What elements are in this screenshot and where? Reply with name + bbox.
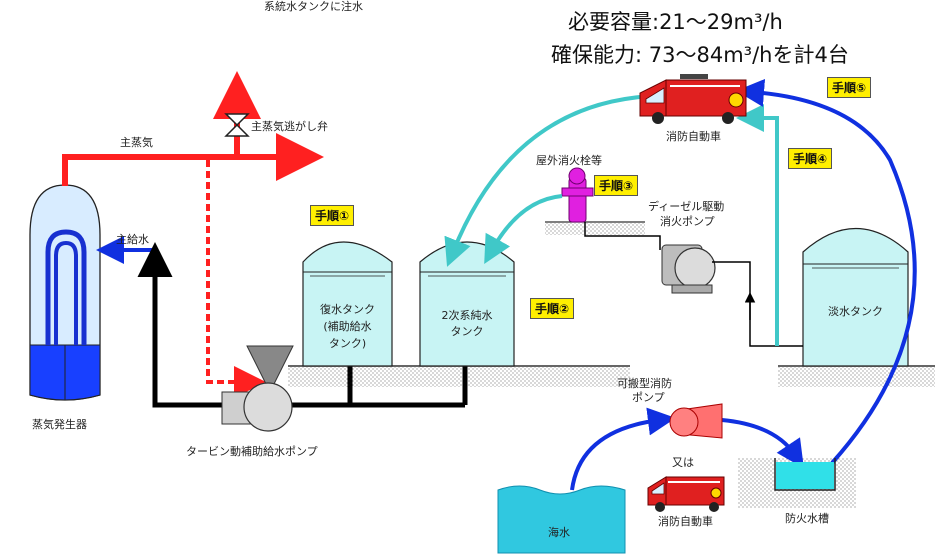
portable-fire-pump-icon xyxy=(669,403,723,439)
fire-truck-top-label: 消防自動車 xyxy=(666,130,721,143)
capacity-required: 必要容量:21〜29m³/h xyxy=(568,12,783,33)
turbine-pump-label: タービン動補助給水ポンプ xyxy=(186,445,318,458)
capacity-required-text: 必要容量:21〜29m³/h xyxy=(568,10,783,34)
condensate-tank-label-2: (補助給水 xyxy=(323,320,372,333)
main-feedwater-label: 主給水 xyxy=(116,233,149,246)
capacity-secured: 確保能力: 73〜84m³/hを計4台 xyxy=(551,45,849,66)
fire-cistern-label: 防火水槽 xyxy=(785,512,829,525)
step-1-badge: 手順① xyxy=(310,205,355,226)
seawater xyxy=(497,485,626,554)
condensate-tank-label-3: タンク) xyxy=(328,337,367,350)
diesel-pump-label-1: ディーゼル駆動 xyxy=(648,200,725,213)
portable-pump-label-2: ポンプ xyxy=(632,391,665,404)
portable-pump-lines xyxy=(570,78,917,491)
capacity-secured-text: 確保能力: 73〜84m³/hを計4台 xyxy=(551,43,849,67)
diesel-pump-label-2: 消火ポンプ xyxy=(660,215,715,228)
hydrant-label: 屋外消火栓等 xyxy=(536,154,602,167)
step-5-badge: 手順⑤ xyxy=(827,77,872,98)
ground-platforms xyxy=(288,221,935,508)
condensate-tank xyxy=(302,241,393,367)
step-3-badge: 手順③ xyxy=(594,175,639,196)
step-2-badge: 手順② xyxy=(530,298,575,319)
fresh-water-tank-label: 淡水タンク xyxy=(828,305,883,318)
turbine-pump-icon xyxy=(221,345,294,432)
steam-generator xyxy=(29,184,101,401)
top-title: 系統水タンクに注水 xyxy=(264,0,363,13)
fire-cistern xyxy=(774,458,836,491)
aux-feedwater-piping xyxy=(137,242,468,408)
fire-truck-bottom-icon xyxy=(647,476,725,512)
condensate-tank-label-1: 復水タンク xyxy=(320,303,375,316)
secondary-water-tank xyxy=(419,241,515,367)
fire-truck-bottom-label: 消防自動車 xyxy=(658,515,713,528)
supply-lines xyxy=(444,95,779,346)
steam-generator-label: 蒸気発生器 xyxy=(32,418,87,431)
portable-pump-label-1: 可搬型消防 xyxy=(617,377,672,390)
steam-relief-valve-label: 主蒸気逃がし弁 xyxy=(251,120,328,133)
steam-relief-valve-icon xyxy=(224,113,250,137)
secondary-tank-label-1: 2次系純水 xyxy=(441,309,493,322)
fire-hydrant-icon xyxy=(561,167,594,223)
diesel-fire-pump-icon xyxy=(584,222,803,347)
seawater-label: 海水 xyxy=(548,526,570,539)
secondary-tank-label-2: タンク xyxy=(450,325,484,338)
fresh-water-tank xyxy=(802,227,909,367)
step-4-badge: 手順④ xyxy=(788,148,833,169)
main-steam-label: 主蒸気 xyxy=(120,136,153,149)
or-label: 又は xyxy=(672,456,694,469)
fire-truck-top-icon xyxy=(639,74,747,124)
